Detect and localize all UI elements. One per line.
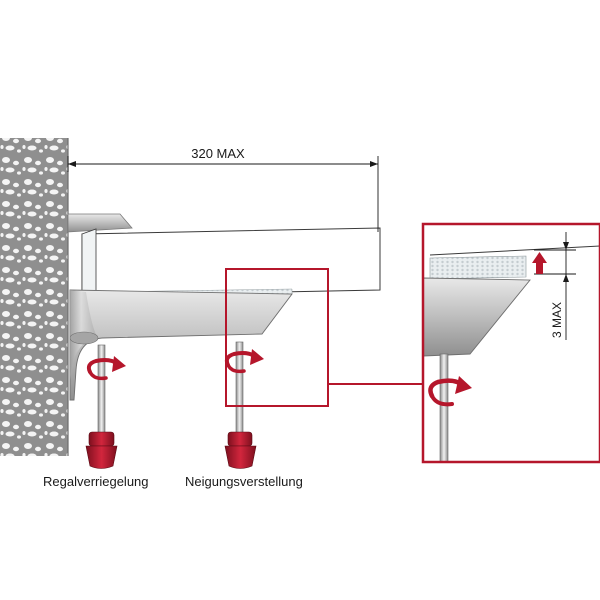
- detail-zoom: 3 MAX: [421, 222, 600, 464]
- width-dimension-label: 320 MAX: [191, 146, 245, 161]
- shelf-lock-label: Regalverriegelung: [43, 474, 149, 489]
- glass-shelf: [81, 227, 381, 299]
- rotate-arrow-icon: [224, 349, 264, 374]
- shelf-lock-screw: [85, 344, 126, 469]
- width-dimension: 320 MAX: [67, 146, 379, 232]
- detail-highlight-box: [225, 268, 329, 407]
- shelf-bracket: [69, 289, 293, 401]
- wall: [0, 138, 69, 456]
- tilt-adjust-label: Neigungsverstellung: [185, 474, 303, 489]
- rotate-arrow-icon: [86, 356, 126, 381]
- tilt-adjust-screw: [224, 341, 264, 469]
- up-arrow-icon: [532, 252, 547, 274]
- gap-dimension-label: 3 MAX: [550, 302, 564, 338]
- rotate-arrow-icon: [428, 376, 472, 407]
- bracket-rail: [67, 213, 133, 233]
